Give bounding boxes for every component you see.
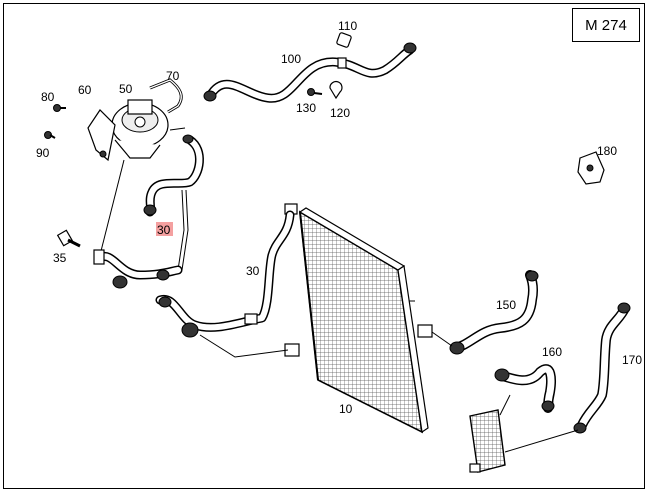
hose-30-left: [93, 134, 204, 289]
highlight-30: [156, 222, 173, 236]
label-30: 30: [246, 264, 260, 278]
radiator: [284, 203, 433, 434]
engine-code-badge: M 274: [572, 8, 640, 42]
oil-cooler: [469, 409, 506, 473]
label-120: 120: [330, 106, 350, 120]
sensor-35: [56, 229, 81, 248]
label-35: 35: [53, 251, 67, 265]
bracket-180: [577, 151, 605, 185]
label-30-highlighted: 30: [157, 223, 171, 237]
label-110: 110: [338, 19, 357, 33]
label-160: 160: [542, 345, 562, 359]
label-80: 80: [41, 90, 55, 104]
strap-70: [149, 78, 183, 114]
hose-160: [494, 364, 556, 416]
label-170: 170: [622, 353, 642, 367]
bolt-90: [44, 131, 56, 139]
label-150: 150: [496, 298, 516, 312]
bolt-80: [53, 104, 66, 112]
label-130: 130: [296, 101, 316, 115]
hose-30-middle: [155, 210, 295, 358]
part-labels: 110 100 70 50 60 80 130 120 90 180 30 35…: [36, 19, 642, 416]
label-60: 60: [78, 83, 92, 97]
bracket-60: [87, 109, 116, 162]
bolt-130: [307, 88, 323, 96]
label-70: 70: [166, 69, 180, 83]
label-100: 100: [281, 52, 301, 66]
hose-150: [431, 270, 539, 355]
label-90: 90: [36, 146, 50, 160]
water-pump-50: [111, 99, 169, 159]
label-180: 180: [597, 144, 617, 158]
fitting-110: [336, 32, 352, 48]
hose-100: [203, 42, 417, 103]
clip-120: [329, 80, 343, 100]
diagram-frame: [3, 3, 645, 489]
label-50: 50: [119, 82, 133, 96]
label-10: 10: [339, 402, 353, 416]
hose-170: [504, 302, 631, 453]
